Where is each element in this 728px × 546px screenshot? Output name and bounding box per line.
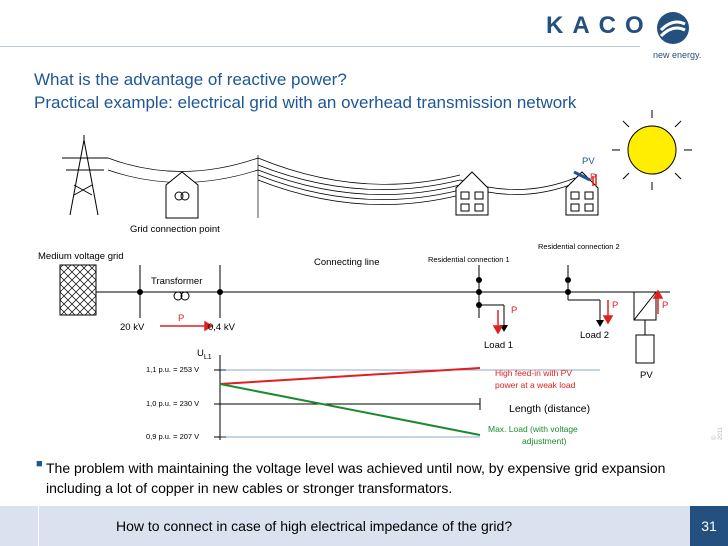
pylon-icon xyxy=(62,135,108,216)
max-load-label-1: Max. Load (with voltage xyxy=(488,424,578,434)
pv-roof-label: PV xyxy=(582,156,595,167)
voltage-nominal-label: 1,0 p.u. = 230 V xyxy=(146,399,200,408)
page-number: 31 xyxy=(690,506,728,546)
connecting-line-label: Connecting line xyxy=(314,257,380,268)
house-2-icon xyxy=(565,170,599,216)
bullet-marker-icon: ■ xyxy=(36,458,43,470)
voltage-profile xyxy=(214,355,600,440)
length-label: Length (distance) xyxy=(509,403,591,415)
title-line-2: Practical example: electrical grid with … xyxy=(34,93,577,112)
transformer-station-icon xyxy=(165,171,199,219)
footer-divider xyxy=(38,506,39,546)
pv-inverter-label: PV xyxy=(640,370,653,381)
p-load1-label: P xyxy=(511,305,518,316)
logo-wordmark: KACO xyxy=(546,12,653,39)
header-divider xyxy=(0,46,640,47)
p-load2-label: P xyxy=(612,300,619,311)
load1-label: Load 1 xyxy=(484,340,514,351)
sun-icon xyxy=(612,110,692,190)
page-title: What is the advantage of reactive power?… xyxy=(34,68,576,114)
footer-bar xyxy=(0,506,728,546)
grid-connection-point-label: Grid connection point xyxy=(130,224,220,235)
04kv-label: 0,4 kV xyxy=(208,322,235,333)
high-feed-in-label-1: High feed-in with PV xyxy=(495,368,573,378)
max-load-label-2: adjustment) xyxy=(522,436,567,446)
footer-question: How to connect in case of high electrica… xyxy=(116,518,513,534)
medium-voltage-grid-label: Medium voltage grid xyxy=(38,251,124,262)
power-arrows xyxy=(160,176,664,335)
copyright-note: © 2011 xyxy=(712,427,724,440)
single-line-diagram xyxy=(59,264,670,364)
p-roof-label: P xyxy=(590,172,597,183)
bullet-text: The problem with maintaining the voltage… xyxy=(46,460,666,496)
p-transformer-label: P xyxy=(178,313,185,324)
ul1-label: UL1 xyxy=(197,348,212,361)
house-1-icon xyxy=(455,171,489,216)
high-feed-in-label-2: power at a weak load xyxy=(495,380,576,390)
residential-connection-1-label: Residential connection 1 xyxy=(428,255,510,264)
transformer-label: Transformer xyxy=(151,276,203,287)
20kv-label: 20 kV xyxy=(120,322,145,333)
voltage-high-label: 1,1 p.u. = 253 V xyxy=(146,365,200,374)
title-line-1: What is the advantage of reactive power? xyxy=(34,70,347,89)
p-pv-label: P xyxy=(662,300,669,311)
overhead-lines xyxy=(107,155,576,218)
load2-label: Load 2 xyxy=(580,330,610,341)
logo-icon xyxy=(657,12,689,44)
voltage-low-label: 0,9 p.u. = 207 V xyxy=(146,432,200,441)
residential-connection-2-label: Residential connection 2 xyxy=(538,242,620,251)
logo-tagline: new energy. xyxy=(653,50,702,60)
